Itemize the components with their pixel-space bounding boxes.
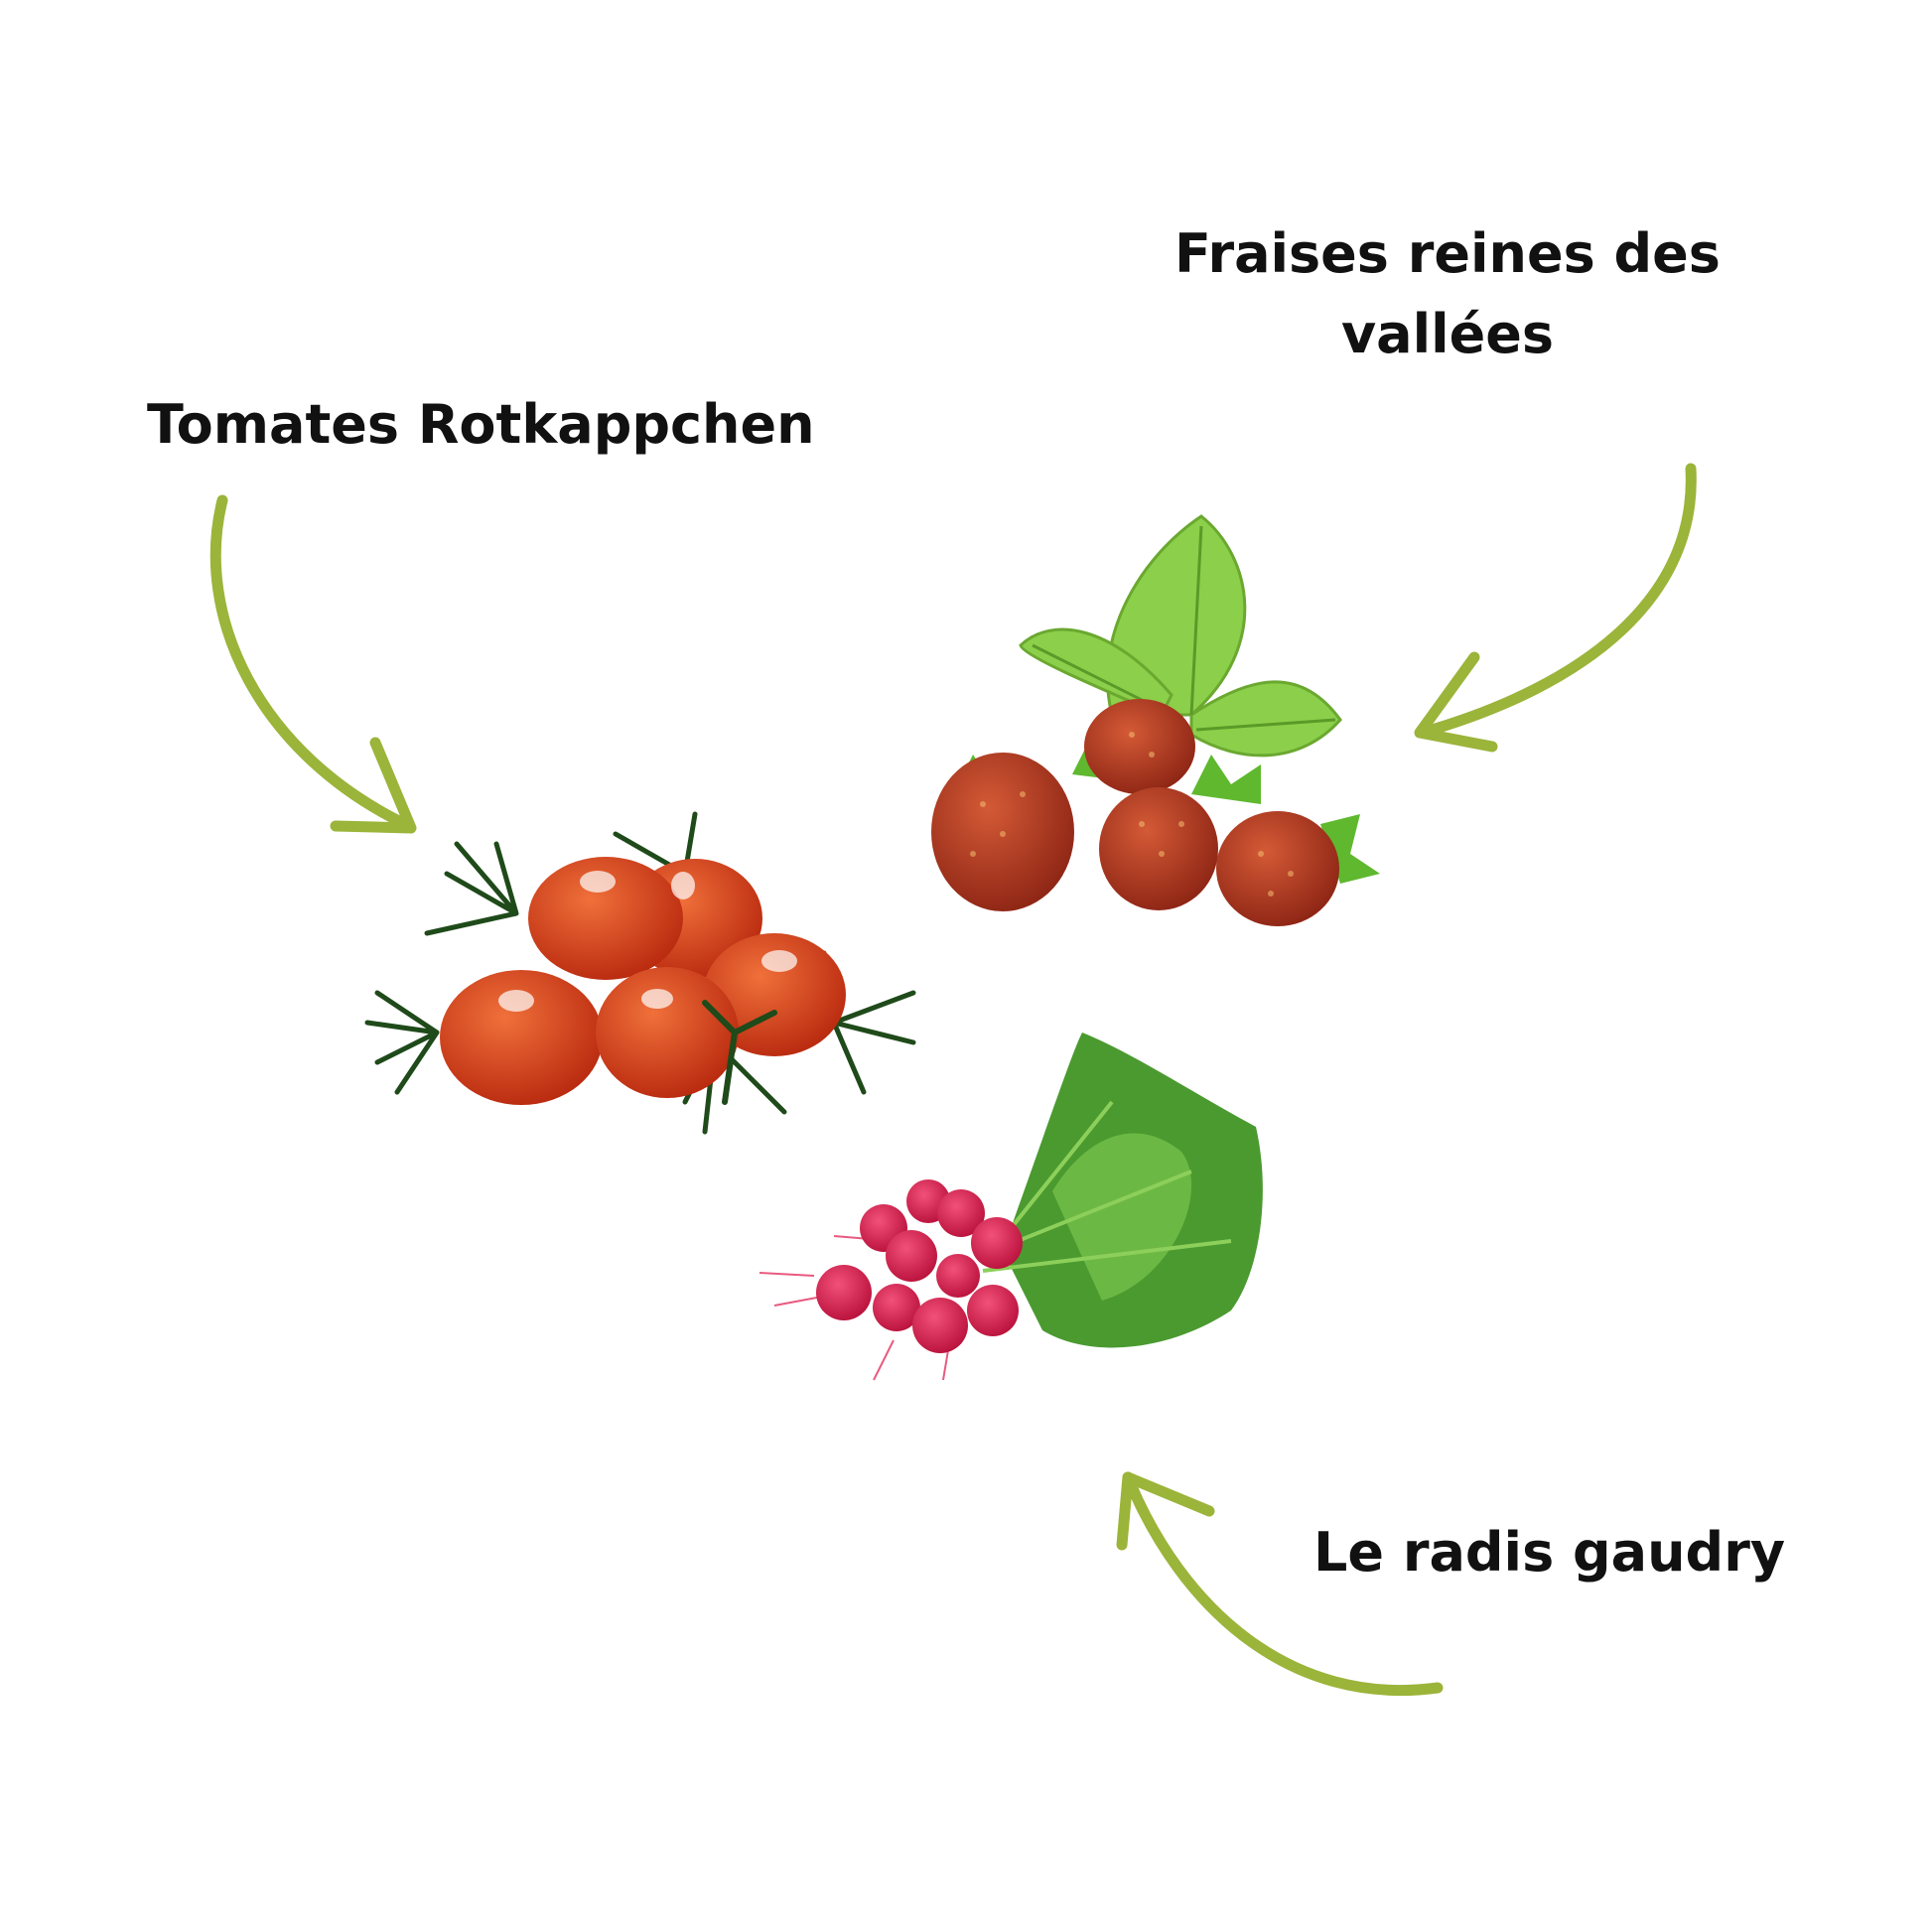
arrow-to-radish xyxy=(1116,1471,1444,1697)
label-tomatoes: Tomates Rotkappchen xyxy=(147,393,815,456)
tomatoes-image xyxy=(364,811,916,1135)
label-strawberries-line2: vallées xyxy=(1341,303,1554,365)
arrow-to-tomatoes xyxy=(209,494,417,834)
arrow-to-strawberries xyxy=(1414,463,1697,753)
label-strawberries-line1: Fraises reines des xyxy=(1174,222,1721,285)
strawberries-image xyxy=(931,514,1380,926)
radish-image xyxy=(759,1033,1263,1381)
label-radish: Le radis gaudry xyxy=(1313,1521,1785,1584)
